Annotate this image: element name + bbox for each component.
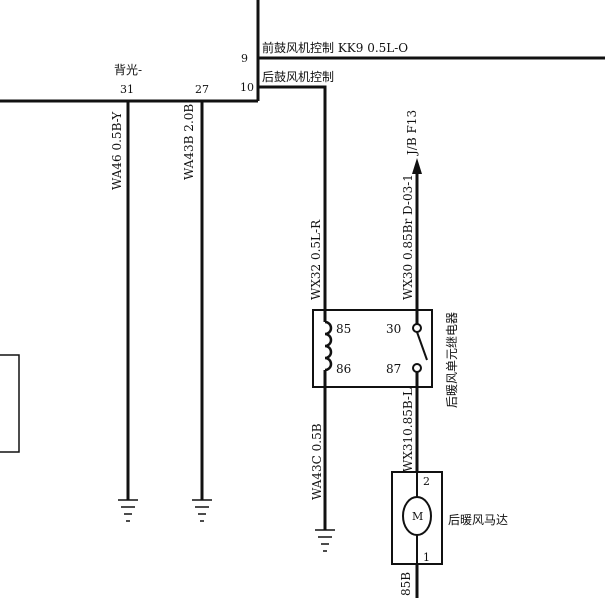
relay-name: 后暖风单元继电器 xyxy=(445,312,459,408)
pin31-number: 31 xyxy=(120,83,134,96)
wx30-label: WX30 0.85Br D-03-1 xyxy=(401,174,415,300)
ground-icon xyxy=(118,499,138,522)
pin10-label: 后鼓风机控制 xyxy=(262,70,334,84)
pin9-label: 前鼓风机控制 KK9 0.5L-O xyxy=(262,40,408,55)
bottom-wire-label: 85B xyxy=(399,572,413,596)
jb-label: J/B F13 xyxy=(405,110,419,157)
pin27-number: 27 xyxy=(195,83,209,96)
wx31-label: WX310.85B-L xyxy=(401,388,415,472)
relay-pin85: 85 xyxy=(336,322,351,336)
relay-box xyxy=(312,309,433,388)
motor-icon xyxy=(402,472,432,564)
pin10-number: 10 xyxy=(240,81,254,94)
relay-pin87: 87 xyxy=(386,362,401,376)
wa43c-label: WA43C 0.5B xyxy=(310,423,324,500)
arrow-up-icon xyxy=(412,158,422,174)
side-component-box xyxy=(0,354,20,453)
motor-pin1: 1 xyxy=(423,551,430,564)
pin9-number: 9 xyxy=(241,52,248,65)
wa46-label: WA46 0.5B-Y xyxy=(110,111,124,190)
ground-icon xyxy=(315,529,335,552)
wa43b-label: WA43B 2.0B xyxy=(182,104,196,180)
motor-pin2: 2 xyxy=(423,475,430,488)
backlight-label: 背光- xyxy=(114,63,142,77)
ground-icon xyxy=(192,499,212,522)
wx32-label: WX32 0.5L-R xyxy=(309,219,323,300)
motor-symbol: M xyxy=(412,510,423,523)
relay-pin86: 86 xyxy=(336,362,351,376)
relay-coil-icon xyxy=(323,310,333,387)
relay-switch-icon xyxy=(412,323,428,373)
motor-name: 后暖风马达 xyxy=(448,513,508,527)
pin10-wire xyxy=(258,85,327,310)
relay-pin30: 30 xyxy=(386,322,401,336)
